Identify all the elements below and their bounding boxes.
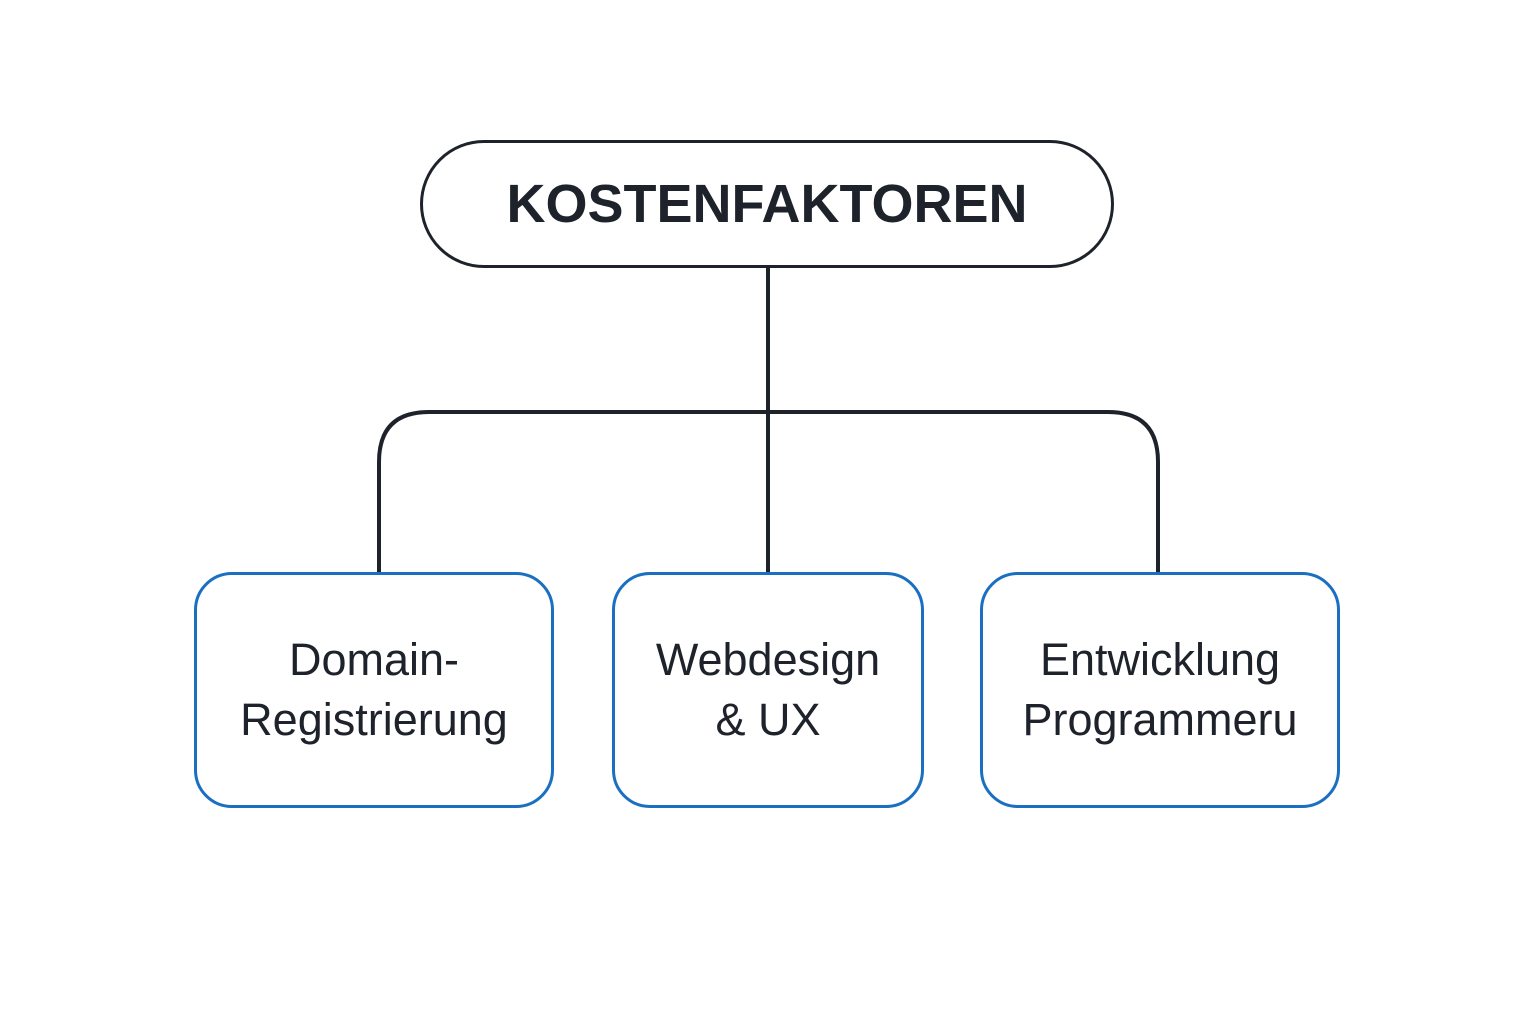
- crossbar-connector: [377, 410, 1160, 572]
- child-node-label-line2: Programmeru: [1022, 694, 1298, 745]
- root-node: KOSTENFAKTOREN: [420, 140, 1114, 268]
- root-node-label: KOSTENFAKTOREN: [506, 174, 1028, 234]
- child-node-domain-registrierung: Domain- Registrierung: [194, 572, 554, 808]
- child-node-webdesign-ux: Webdesign & UX: [612, 572, 924, 808]
- child-node-label-line2: & UX: [715, 694, 821, 745]
- child-node-label-line2: Registrierung: [240, 694, 508, 745]
- child-node-label-line1: Entwicklung: [1039, 634, 1281, 685]
- child-node-label-line1: Domain-: [288, 634, 460, 685]
- child-node-entwicklung: Entwicklung Programmeru: [980, 572, 1340, 808]
- child-node-label-line1: Webdesign: [655, 634, 881, 685]
